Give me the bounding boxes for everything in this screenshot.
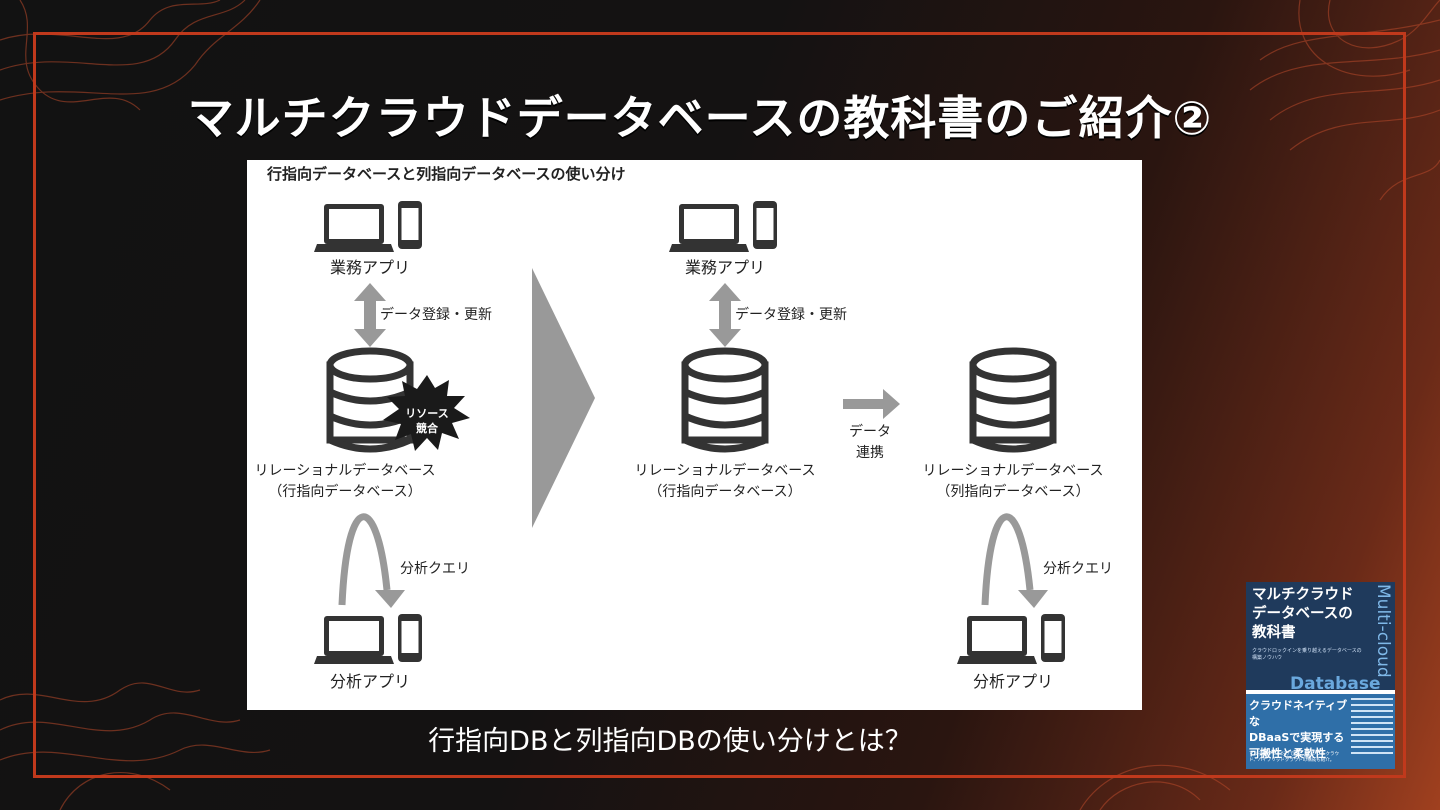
right-row-db-label-line1: リレーショナルデータベース (634, 462, 815, 479)
left-analysis-query-arrow (342, 517, 405, 608)
right-analysis-query-label: 分析クエリ (1043, 561, 1113, 577)
right-analysis-app-label: 分析アプリ (973, 672, 1053, 691)
column-db-label-line2: （列指向データベース） (936, 483, 1089, 500)
book-title-line3: 教科書 (1252, 624, 1372, 643)
row-vs-column-db-diagram: 行指向データベースと列指向データベースの使い分け 業務アプリ データ登録・更新 … (247, 160, 1142, 710)
right-business-app-label: 業務アプリ (685, 258, 765, 277)
left-analysis-devices (314, 614, 422, 664)
left-db-label-line2: （行指向データベース） (268, 483, 421, 500)
book-title-line1: マルチクラウド (1252, 586, 1372, 605)
contention-label-line2: 競合 (416, 421, 439, 435)
left-analysis-query-label: 分析クエリ (400, 561, 470, 577)
left-business-devices (314, 201, 422, 252)
right-business-devices (669, 201, 777, 252)
slide-caption: 行指向DBと列指向DBの使い分けとは？ (0, 719, 1340, 758)
data-link-arrow (843, 389, 900, 419)
column-db-label-line1: リレーショナルデータベース (922, 462, 1103, 479)
diagram-panel: 行指向データベースと列指向データベースの使い分け 業務アプリ データ登録・更新 … (247, 160, 1142, 710)
book-title-line2: データベースの (1252, 605, 1372, 624)
book-subtitle: クラウドロックインを乗り越えるデータベースの構築ノウハウ (1252, 648, 1362, 662)
contention-label-line1: リソース (405, 407, 448, 420)
right-analysis-query-arrow (985, 517, 1048, 608)
laptop-icon (669, 204, 749, 252)
column-database-icon (973, 351, 1053, 449)
laptop-icon (957, 616, 1037, 664)
book-blurb: マルチクラウドだけでなく、シングルクラウド、ハイブリッドクラウドの構成も紹介。 (1249, 752, 1344, 764)
laptop-icon (314, 204, 394, 252)
book-tagline-line2: DBaaSで実現する (1249, 730, 1349, 746)
smartphone-icon (398, 201, 422, 249)
left-analysis-app-label: 分析アプリ (330, 672, 410, 691)
smartphone-icon (1041, 614, 1065, 662)
right-register-update-label: データ登録・更新 (735, 306, 847, 323)
slide-title: マルチクラウドデータベースの教科書のご紹介② (0, 82, 1400, 148)
data-link-label-line2: 連携 (856, 445, 884, 461)
smartphone-icon (753, 201, 777, 249)
transition-arrow (532, 268, 595, 528)
laptop-icon (314, 616, 394, 664)
book-vertical-text: Multi-cloud (1373, 584, 1393, 678)
book-database-word: Database (1290, 674, 1380, 694)
book-cover: マルチクラウド データベースの 教科書 クラウドロックインを乗り越えるデータベー… (1246, 582, 1395, 769)
row-database-icon (685, 351, 765, 449)
book-title: マルチクラウド データベースの 教科書 (1252, 586, 1372, 643)
left-db-label-line1: リレーショナルデータベース (254, 462, 435, 479)
diagram-heading: 行指向データベースと列指向データベースの使い分け (266, 165, 626, 183)
left-business-app-label: 業務アプリ (330, 258, 410, 277)
right-row-db-label-line2: （行指向データベース） (648, 483, 801, 500)
book-fine-print (1351, 698, 1393, 766)
book-tagline-line1: クラウドネイティブな (1249, 698, 1349, 730)
data-link-label-line1: データ (849, 423, 891, 440)
right-analysis-devices (957, 614, 1065, 664)
left-register-update-label: データ登録・更新 (380, 306, 492, 323)
smartphone-icon (398, 614, 422, 662)
